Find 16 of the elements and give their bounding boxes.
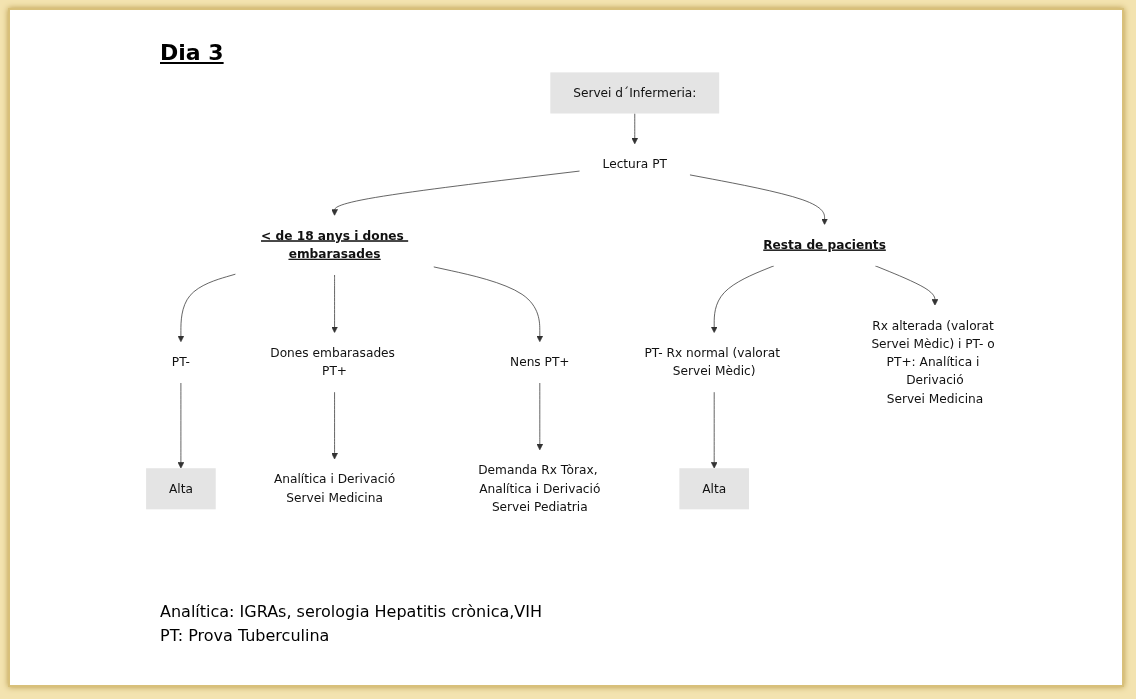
footnote: Analítica: IGRAs, serologia Hepatitis crònica,VIH: [160, 601, 542, 623]
node-text: Lectura PT: [602, 156, 667, 172]
node-box: Alta: [146, 468, 216, 510]
node-text: Nens PT+: [510, 354, 570, 370]
node-text: Analítica i Derivació Servei Medicina: [273, 472, 396, 505]
node-text: PT-: [171, 354, 190, 370]
node-box: Alta: [679, 468, 749, 510]
node-text: Demanda Rx Tòrax, Analítica i Derivació Servei Pediatria: [478, 462, 601, 514]
node-text: Rx alterada (valorat Servei Mèdic) i PT- o PT+: Analítica i Derivació Servei Medicina: [871, 318, 995, 406]
node-text: Dones embarasades PT+: [270, 345, 395, 379]
node-text: < de 18 anys i dones embarasades: [261, 228, 404, 262]
node-box: Servei d´Infermeria:: [550, 72, 720, 114]
footnote: PT: Prova Tuberculina: [160, 625, 331, 647]
node-text: Resta de pacients: [763, 237, 886, 253]
diagram-title: Dia 3: [160, 40, 224, 65]
node-text: PT- Rx normal (valorat Servei Mèdic): [644, 345, 781, 379]
